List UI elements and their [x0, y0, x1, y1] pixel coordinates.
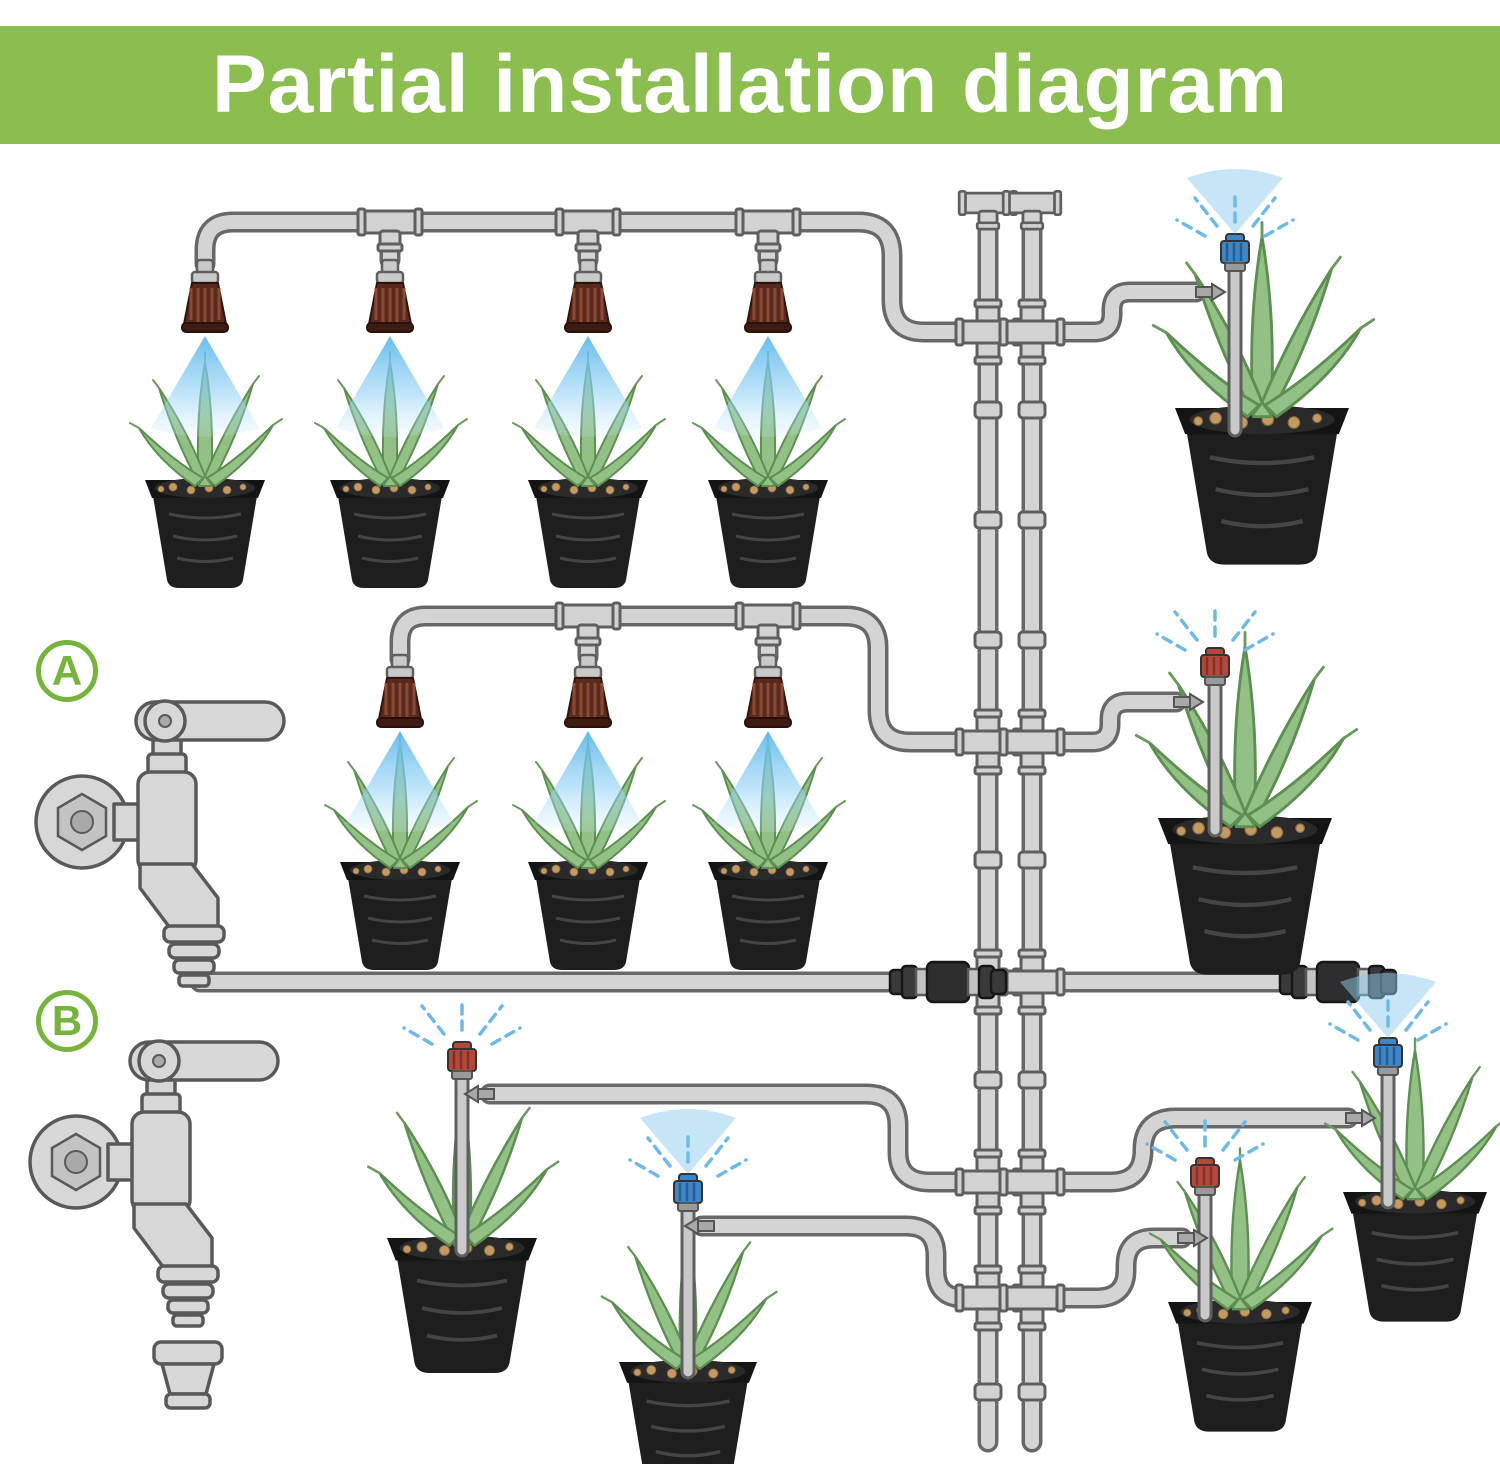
potted-cactus: [1323, 1036, 1500, 1324]
pipe-joint-icon: [1017, 850, 1047, 870]
sprinkler-cap-red-icon: [1189, 1156, 1221, 1197]
potted-cactus: [1136, 632, 1356, 974]
pipe-joint-icon: [973, 630, 1003, 650]
page-title: Partial installation diagram: [211, 39, 1289, 130]
title-banner: Partial installation diagram: [0, 26, 1500, 144]
pipe-joint-icon: [1017, 400, 1047, 420]
garden-faucet-a-icon: [34, 699, 286, 988]
tee-connector-icon: [1001, 189, 1063, 231]
sprinkler-cap-blue-icon: [672, 1172, 704, 1213]
tee-connector-icon: [734, 207, 802, 253]
spray-lines-icon: [402, 996, 522, 1046]
option-b-badge: B: [36, 990, 98, 1052]
pipe-joint-icon: [973, 1070, 1003, 1090]
quick-connector-icon: [152, 1340, 224, 1410]
cross-connector-icon: [998, 1264, 1066, 1332]
cross-connector-icon: [998, 708, 1066, 776]
potted-cactus: [1153, 222, 1373, 564]
sprinkler-cap-blue-icon: [1372, 1036, 1404, 1077]
misting-nozzle-icon: [149, 258, 261, 439]
tee-connector-icon: [554, 601, 622, 647]
spray-lines-icon: [1145, 1112, 1265, 1162]
tee-connector-icon: [734, 601, 802, 647]
misting-nozzles: [149, 258, 824, 834]
pipe-joint-icon: [973, 400, 1003, 420]
misting-nozzle-icon: [712, 258, 824, 439]
spray-lines-icon: [1155, 602, 1275, 652]
option-a-badge: A: [36, 640, 98, 702]
pipe-joint-icon: [973, 850, 1003, 870]
barbed-connector-icon: [1173, 693, 1204, 711]
garden-faucet-b-icon: [28, 1039, 280, 1328]
plants: [128, 222, 1500, 1464]
barbed-connector-icon: [1195, 283, 1226, 301]
pipe-joint-icon: [1017, 630, 1047, 650]
pipe-joint-icon: [1017, 1070, 1047, 1090]
sprinkler-cap-blue-icon: [1219, 232, 1251, 273]
pipe-joint-icon: [1017, 510, 1047, 530]
faucets: [28, 699, 286, 1410]
misting-nozzle-icon: [344, 653, 456, 834]
sprinkler-cap-red-icon: [1199, 646, 1231, 687]
misting-nozzle-icon: [532, 258, 644, 439]
cross-connector-icon: [998, 948, 1066, 1016]
pipe-joint-icon: [973, 510, 1003, 530]
cross-connector-icon: [998, 298, 1066, 366]
pipe-joint-icon: [1017, 1382, 1047, 1402]
sprinkler-cap-red-icon: [446, 1040, 478, 1081]
misting-nozzle-icon: [532, 653, 644, 834]
barbed-coupling-icon: [888, 960, 1008, 1004]
pipe-joint-icon: [973, 1382, 1003, 1402]
misting-nozzle-icon: [712, 653, 824, 834]
tee-connector-icon: [554, 207, 622, 253]
potted-cactus: [1148, 1146, 1335, 1434]
cross-connector-icon: [998, 1148, 1066, 1216]
misting-nozzle-icon: [334, 258, 446, 439]
tee-connector-icon: [356, 207, 424, 253]
